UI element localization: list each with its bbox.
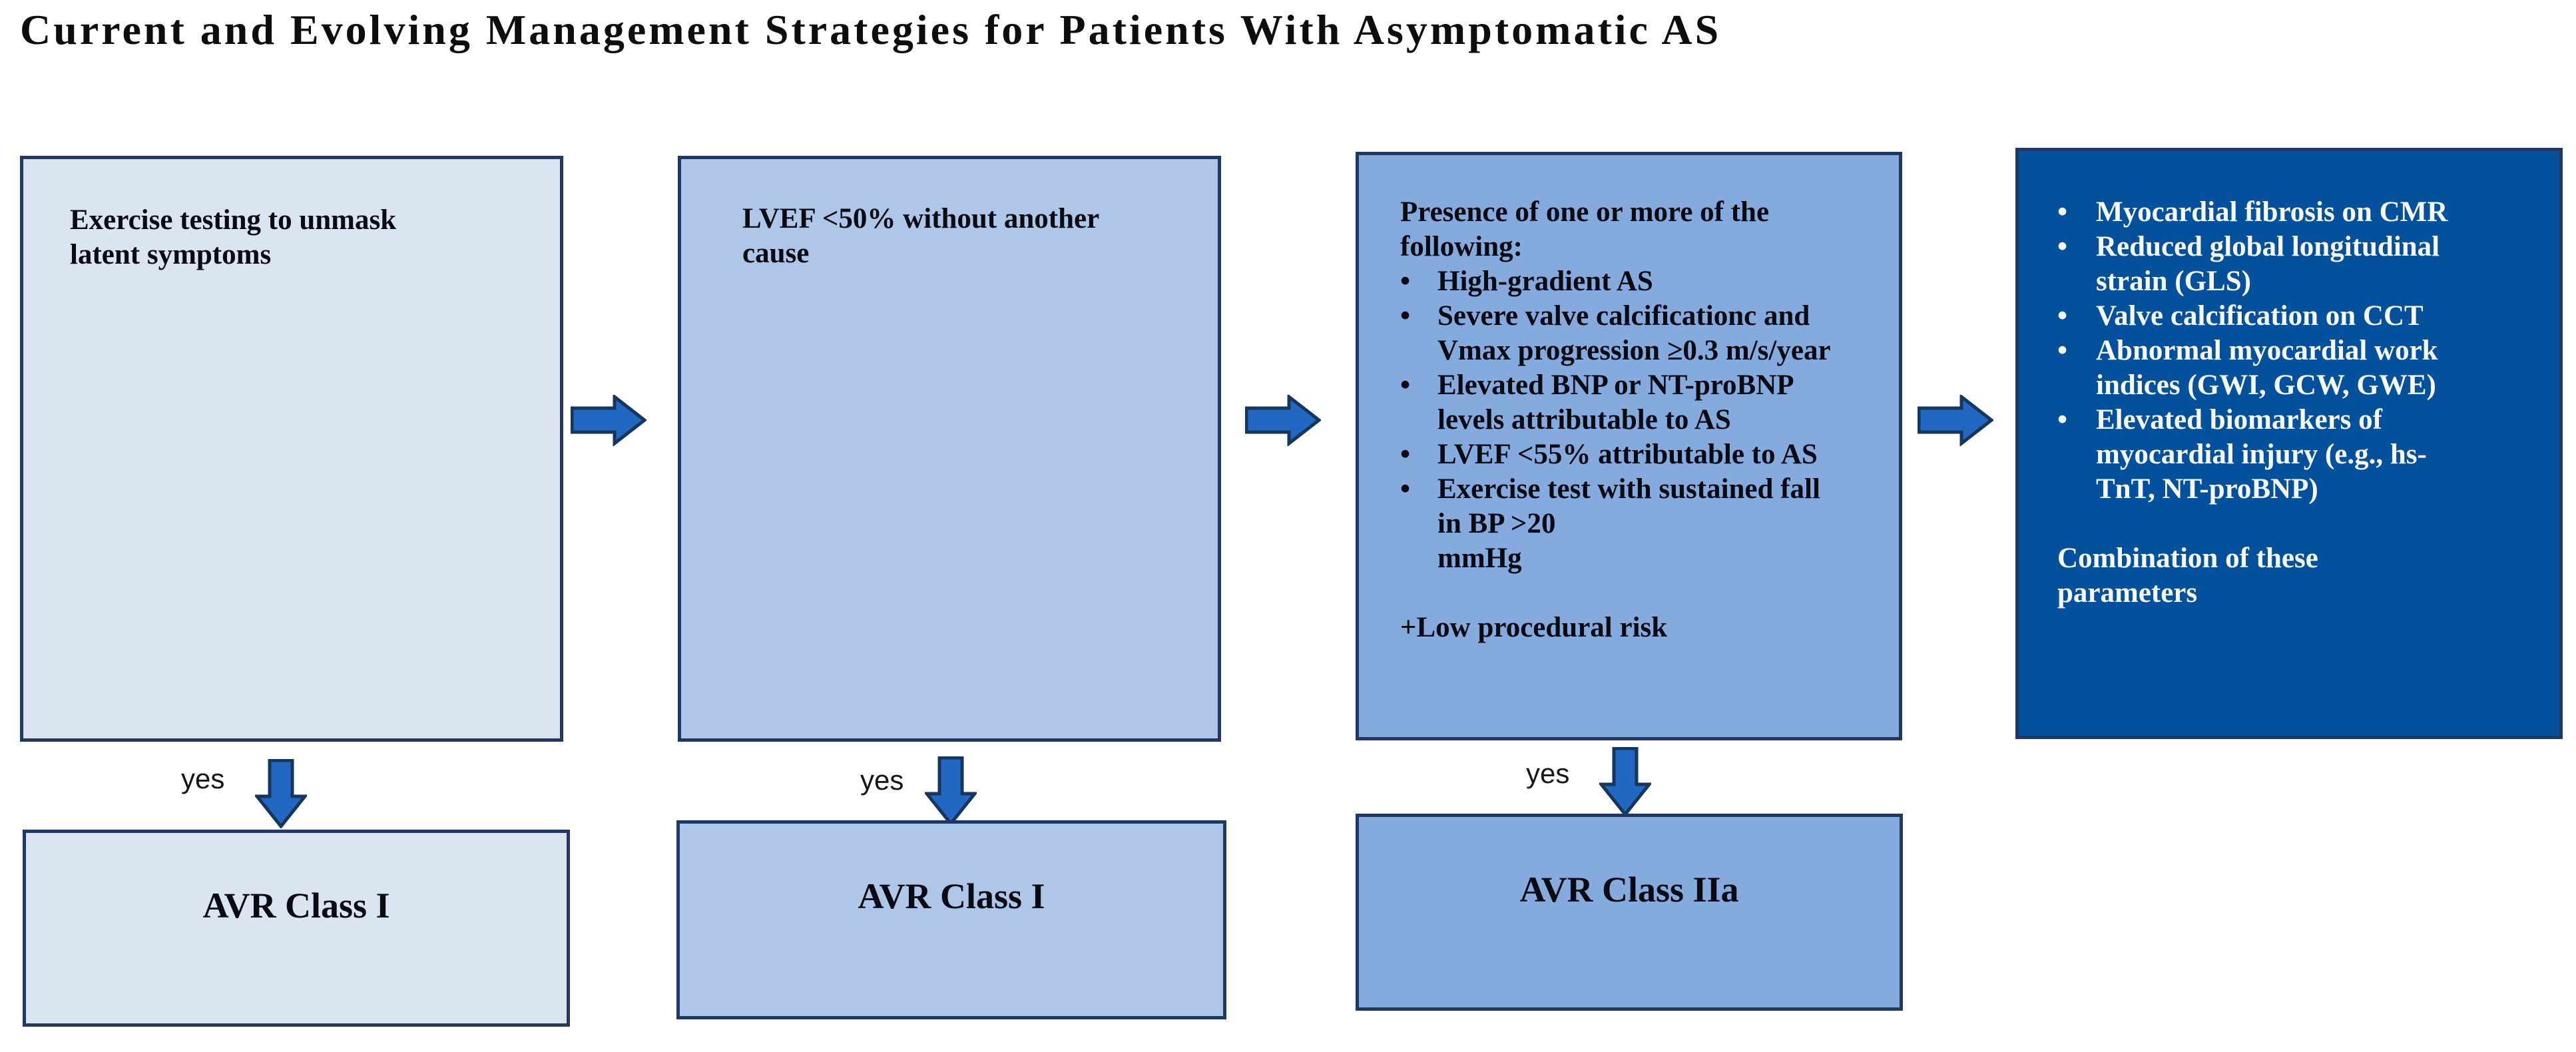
list-item: • Severe valve calcificationc and Vmax p… <box>1400 299 1886 368</box>
outcome-label: AVR Class I <box>202 886 390 925</box>
list-item-text: Reduced global longitudinal strain (GLS) <box>2096 231 2440 297</box>
outcome-label: AVR Class I <box>858 876 1045 916</box>
outcome-box-avr-class-2a: AVR Class IIa <box>1356 814 1903 1011</box>
bullet-marker: • <box>1400 473 1411 505</box>
list-item: • Exercise test with sustained fall in B… <box>1400 472 1886 576</box>
bullet-marker: • <box>2057 335 2068 366</box>
criteria-box-lvef: LVEF <50% without another cause <box>678 156 1221 742</box>
list-item-text: Myocardial fibrosis on CMR <box>2096 196 2448 228</box>
yes-label: yes <box>860 764 904 796</box>
list-item: • Elevated biomarkers of myocardial inju… <box>2057 403 2543 507</box>
outcome-box-avr-class-1: AVR Class I <box>23 830 570 1027</box>
right-arrow-icon <box>571 395 646 446</box>
bullet-marker: • <box>1400 266 1411 297</box>
list-item-text: Valve calcification on CCT <box>2096 300 2424 332</box>
list-item-text: High-gradient AS <box>1437 266 1653 297</box>
list-item-text: Abnormal myocardial work indices (GWI, G… <box>2096 335 2438 401</box>
criteria-footer: Combination of these parameters <box>2057 543 2318 609</box>
bullet-marker: • <box>1400 439 1411 470</box>
list-item: • Abnormal myocardial work indices (GWI,… <box>2057 334 2543 403</box>
list-item: • High-gradient AS <box>1400 264 1886 299</box>
down-arrow-icon <box>1599 747 1651 816</box>
bullet-marker: • <box>2057 404 2068 435</box>
bullet-marker: • <box>1400 300 1411 332</box>
down-arrow-icon <box>255 759 307 828</box>
bullet-marker: • <box>2057 300 2068 332</box>
outcome-box-avr-class-1b: AVR Class I <box>676 820 1226 1019</box>
right-arrow-icon <box>1918 395 1993 446</box>
list-item: • LVEF <55% attributable to AS <box>1400 437 1886 472</box>
criteria-footer: +Low procedural risk <box>1400 612 1668 643</box>
list-item-text: Elevated biomarkers of myocardial injury… <box>2096 404 2427 505</box>
down-arrow-icon <box>925 756 977 826</box>
list-item-text: Exercise test with sustained fall in BP … <box>1437 473 1820 574</box>
criteria-text: Exercise testing to unmask latent sympto… <box>70 204 397 270</box>
list-item-text: LVEF <55% attributable to AS <box>1437 439 1818 470</box>
bullet-marker: • <box>2057 231 2068 262</box>
criteria-heading: Presence of one or more of the following… <box>1400 196 1770 262</box>
list-item: • Elevated BNP or NT-proBNP levels attri… <box>1400 368 1886 437</box>
bullet-marker: • <box>1400 370 1411 401</box>
list-item-text: Elevated BNP or NT-proBNP levels attribu… <box>1437 370 1794 435</box>
list-item-text: Severe valve calcificationc and Vmax pro… <box>1437 300 1831 366</box>
criteria-box-exercise-testing: Exercise testing to unmask latent sympto… <box>20 156 563 742</box>
bullet-marker: • <box>2057 196 2068 228</box>
criteria-box-risk-markers: Presence of one or more of the following… <box>1356 152 1902 740</box>
yes-label: yes <box>181 763 225 794</box>
page-title: Current and Evolving Management Strategi… <box>20 6 1722 53</box>
right-arrow-icon <box>1245 395 1321 446</box>
list-item: • Reduced global longitudinal strain (GL… <box>2057 230 2543 299</box>
yes-label: yes <box>1526 758 1570 789</box>
criteria-box-emerging-parameters: • Myocardial fibrosis on CMR • Reduced g… <box>2015 148 2563 739</box>
outcome-label: AVR Class IIa <box>1519 870 1739 910</box>
list-item: • Valve calcification on CCT <box>2057 299 2543 334</box>
list-item: • Myocardial fibrosis on CMR <box>2057 195 2543 230</box>
criteria-text: LVEF <50% without another cause <box>742 203 1100 269</box>
